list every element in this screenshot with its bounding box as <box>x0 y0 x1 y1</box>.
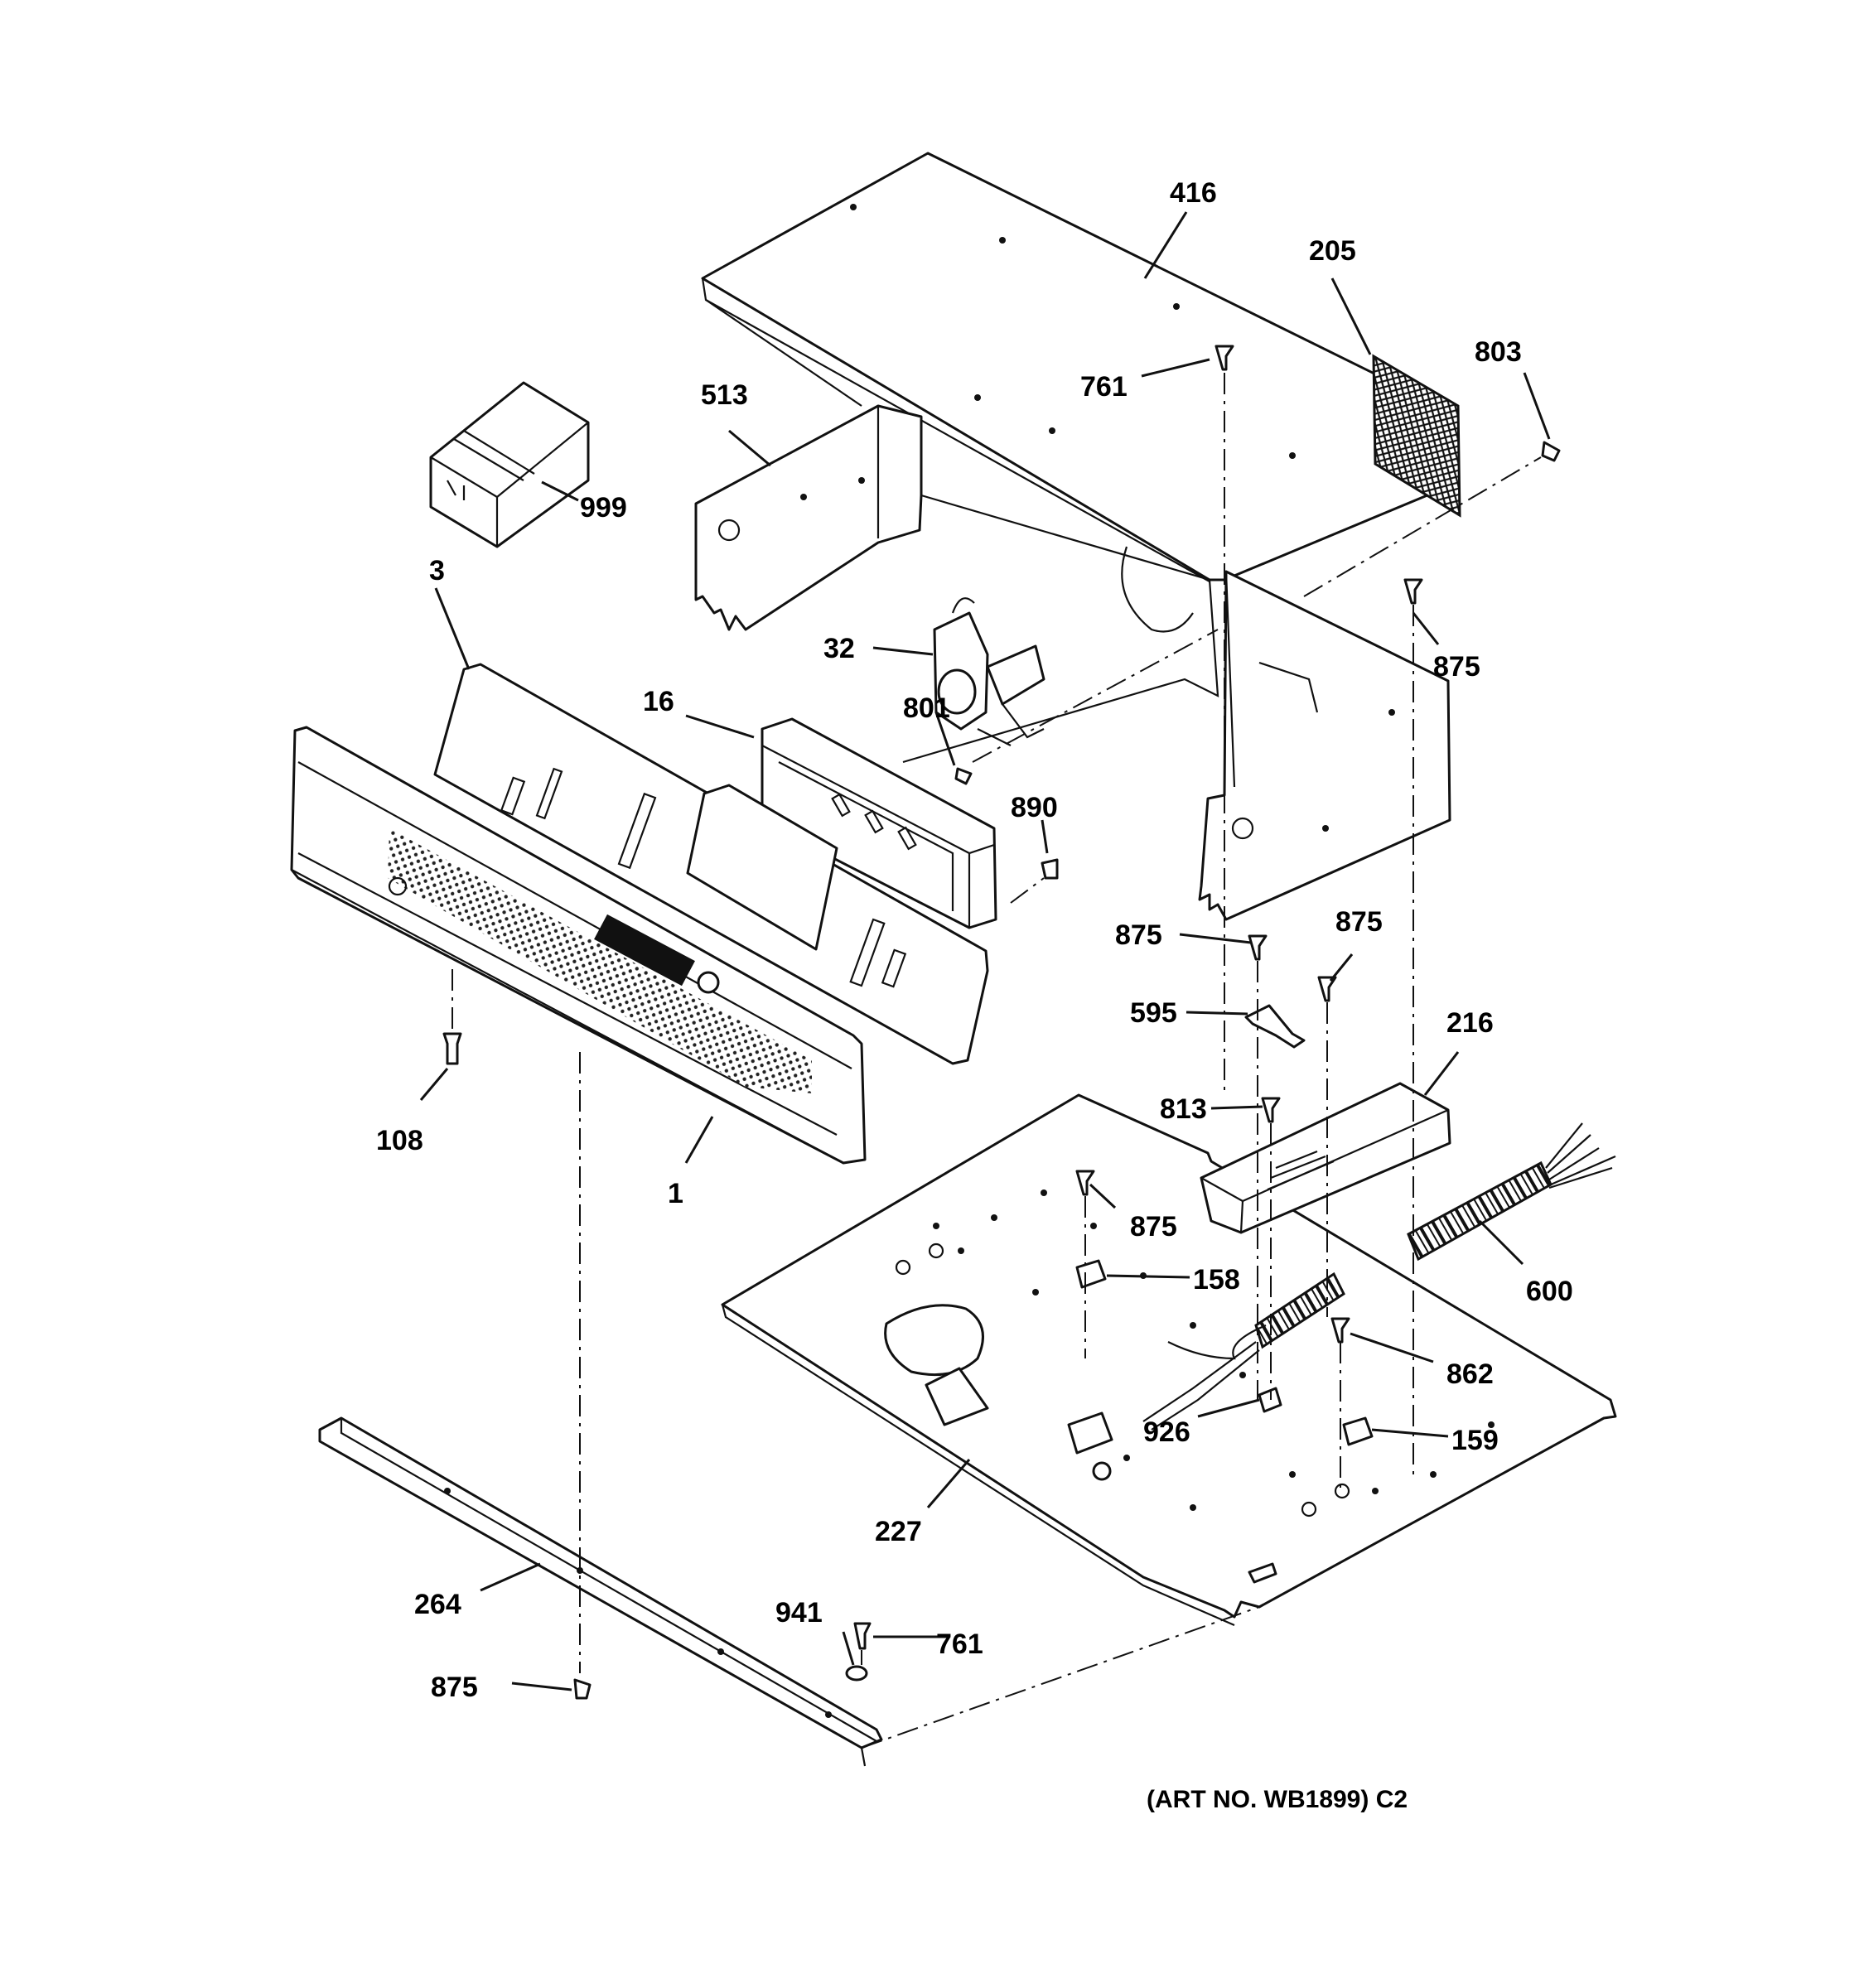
callout-813: 813 <box>1160 1093 1207 1125</box>
callout-862: 862 <box>1446 1358 1494 1390</box>
callout-108: 108 <box>376 1125 423 1156</box>
callout-875-bottom: 875 <box>431 1672 478 1703</box>
callout-999: 999 <box>580 492 627 524</box>
callout-875-left: 875 <box>1130 1211 1177 1242</box>
inner-flange <box>902 494 1219 764</box>
callout-926: 926 <box>1143 1416 1190 1448</box>
callout-875-center-right: 875 <box>1335 906 1383 938</box>
small-parts <box>442 345 1561 1700</box>
callout-216: 216 <box>1446 1007 1494 1039</box>
callout-159: 159 <box>1451 1425 1499 1456</box>
leader-lines <box>419 211 1551 1691</box>
callout-416: 416 <box>1170 177 1217 209</box>
callout-761-bottom: 761 <box>936 1629 983 1660</box>
control-panel-front-1 <box>290 726 867 1165</box>
art-number: (ART NO. WB1899) C2 <box>1147 1786 1408 1813</box>
callout-264: 264 <box>414 1589 461 1620</box>
callout-205: 205 <box>1309 235 1356 267</box>
callout-labels: 416 205 803 761 513 999 3 32 16 801 875 … <box>376 177 1573 1813</box>
control-panel-back-3 <box>433 663 989 1065</box>
parts-carton-999 <box>429 381 590 548</box>
callout-3: 3 <box>429 555 445 586</box>
callout-595: 595 <box>1130 997 1177 1029</box>
vent-grille-205 <box>1372 354 1461 518</box>
bottom-plate-227 <box>721 1093 1617 1627</box>
callout-875-center: 875 <box>1115 919 1162 951</box>
callout-803: 803 <box>1475 336 1522 368</box>
callout-801: 801 <box>903 692 950 724</box>
callout-600: 600 <box>1526 1276 1573 1307</box>
fan-opening <box>1121 546 1194 633</box>
callout-761-top: 761 <box>1080 371 1128 403</box>
callout-158: 158 <box>1193 1264 1240 1296</box>
assembly-lines <box>452 373 1542 1749</box>
callout-941: 941 <box>775 1597 823 1629</box>
callout-513: 513 <box>701 379 748 411</box>
callout-32: 32 <box>823 633 855 664</box>
callout-875-right-top: 875 <box>1433 651 1480 683</box>
callout-1: 1 <box>668 1178 683 1209</box>
callout-890: 890 <box>1011 792 1058 823</box>
callout-16: 16 <box>643 686 674 717</box>
callout-227: 227 <box>875 1516 922 1547</box>
wire-cover-216 <box>1200 1082 1451 1234</box>
convection-fan-motor-32 <box>933 597 1045 746</box>
right-side-panel <box>1198 570 1451 921</box>
wire-harness-600 <box>1067 1122 1616 1481</box>
left-side-panel-513 <box>694 404 923 631</box>
front-brace-264 <box>318 1416 883 1767</box>
